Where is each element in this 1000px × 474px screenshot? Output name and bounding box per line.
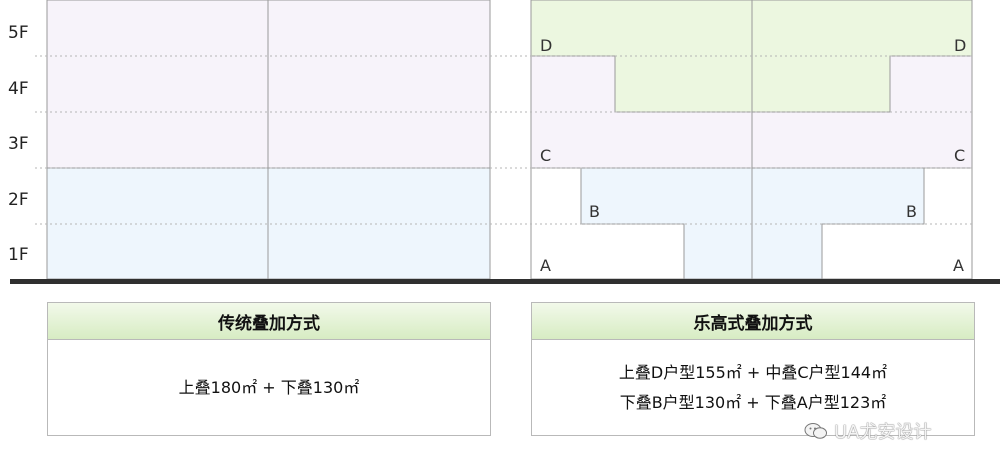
- lego-description: 上叠D户型155㎡ + 中叠C户型144㎡ 下叠B户型130㎡ + 下叠A户型1…: [532, 340, 974, 435]
- unit-label-d-right: D: [954, 36, 966, 55]
- unit-a-area-right: [822, 168, 972, 279]
- ground-line: [10, 279, 1000, 284]
- traditional-building: [46, 0, 491, 280]
- unit-label-b-left: B: [589, 202, 600, 221]
- floor-label-1f: 1F: [8, 245, 29, 265]
- watermark: UA尤安设计: [804, 418, 932, 444]
- unit-a-area-left: [531, 168, 684, 279]
- lego-line-1: 上叠D户型155㎡ + 中叠C户型144㎡: [618, 362, 888, 382]
- unit-label-d-left: D: [540, 36, 552, 55]
- unit-label-a-left: A: [540, 256, 551, 275]
- traditional-title: 传统叠加方式: [48, 303, 490, 340]
- unit-label-a-right: A: [953, 256, 964, 275]
- floor-label-2f: 2F: [8, 190, 29, 210]
- floor-label-5f: 5F: [8, 23, 29, 43]
- watermark-text: UA尤安设计: [834, 422, 932, 443]
- lego-caption-box: 乐高式叠加方式 上叠D户型155㎡ + 中叠C户型144㎡ 下叠B户型130㎡ …: [531, 302, 975, 436]
- unit-label-c-left: C: [540, 146, 551, 165]
- floor-lines: [35, 55, 972, 225]
- traditional-line-1: 上叠180㎡ + 下叠130㎡: [178, 377, 360, 397]
- traditional-description: 上叠180㎡ + 下叠130㎡: [48, 340, 490, 435]
- wechat-icon: [804, 423, 827, 439]
- lego-title: 乐高式叠加方式: [532, 303, 974, 340]
- traditional-caption-box: 传统叠加方式 上叠180㎡ + 下叠130㎡: [47, 302, 491, 436]
- floor-label-3f: 3F: [8, 134, 29, 154]
- unit-label-b-right: B: [906, 202, 917, 221]
- lego-line-2: 下叠B户型130㎡ + 下叠A户型123㎡: [619, 392, 887, 412]
- floor-label-4f: 4F: [8, 79, 29, 99]
- lego-building: D D C C B B A A: [530, 0, 973, 280]
- unit-label-c-right: C: [954, 146, 965, 165]
